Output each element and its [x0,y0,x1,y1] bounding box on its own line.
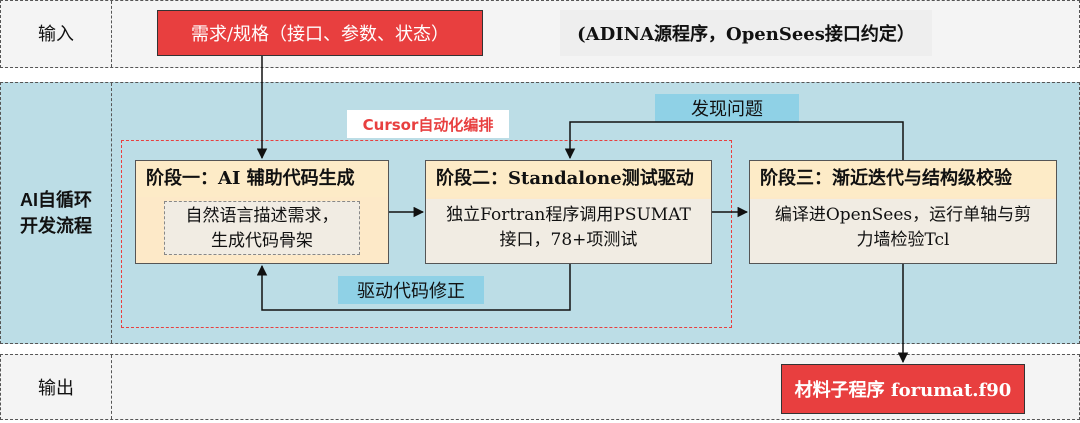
source-note-box: (ADINA源程序，OpenSees接口约定） [560,10,932,56]
stage3-body-line1: 编译进OpenSees，运行单轴与剪 [774,205,1032,225]
stage3-box: 阶段三：渐近迭代与结构级校验 编译进OpenSees，运行单轴与剪 力墙检验Tc… [749,160,1057,264]
stage2-body-line1: 独立Fortran程序调用PSUMAT [446,205,691,225]
stage1-body-line2: 生成代码骨架 [211,231,313,251]
output-band-label: 输出 [38,378,74,398]
cursor-orchestration-frame [121,140,732,328]
cursor-orchestration-label: Cursor自动化编排 [347,110,509,138]
input-band-label: 输入 [38,24,74,44]
input-band-divider [111,1,112,67]
stage2-title: 阶段二：Standalone测试驱动 [426,161,711,197]
stage2-body: 独立Fortran程序调用PSUMAT 接口，78+项测试 [426,199,711,263]
requirement-box: 需求/规格（接口、参数、状态） [157,10,483,56]
ai-band-label-line2: 开发流程 [20,216,92,236]
stage3-body-line2: 力墙检验Tcl [856,230,950,250]
stage2-body-line2: 接口，78+项测试 [499,230,638,250]
drive-fix-tag: 驱动代码修正 [338,276,484,304]
stage3-body: 编译进OpenSees，运行单轴与剪 力墙检验Tcl [750,199,1056,263]
stage1-title: 阶段一：AI 辅助代码生成 [136,161,388,197]
ai-band-label-line1: AI自循环 [20,190,92,210]
stage1-body-line1: 自然语言描述需求， [185,206,339,226]
stage1-body: 自然语言描述需求， 生成代码骨架 [164,201,360,255]
output-band-divider [111,355,112,419]
stage2-box: 阶段二：Standalone测试驱动 独立Fortran程序调用PSUMAT 接… [425,160,712,264]
output-result-box: 材料子程序 forumat.f90 [781,364,1025,414]
ai-band-label: AI自循环 开发流程 [1,187,111,239]
stage3-title: 阶段三：渐近迭代与结构级校验 [750,161,1056,197]
discover-problem-tag: 发现问题 [655,94,799,122]
stage1-box: 阶段一：AI 辅助代码生成 自然语言描述需求， 生成代码骨架 [135,160,389,264]
ai-band-divider [111,83,112,343]
